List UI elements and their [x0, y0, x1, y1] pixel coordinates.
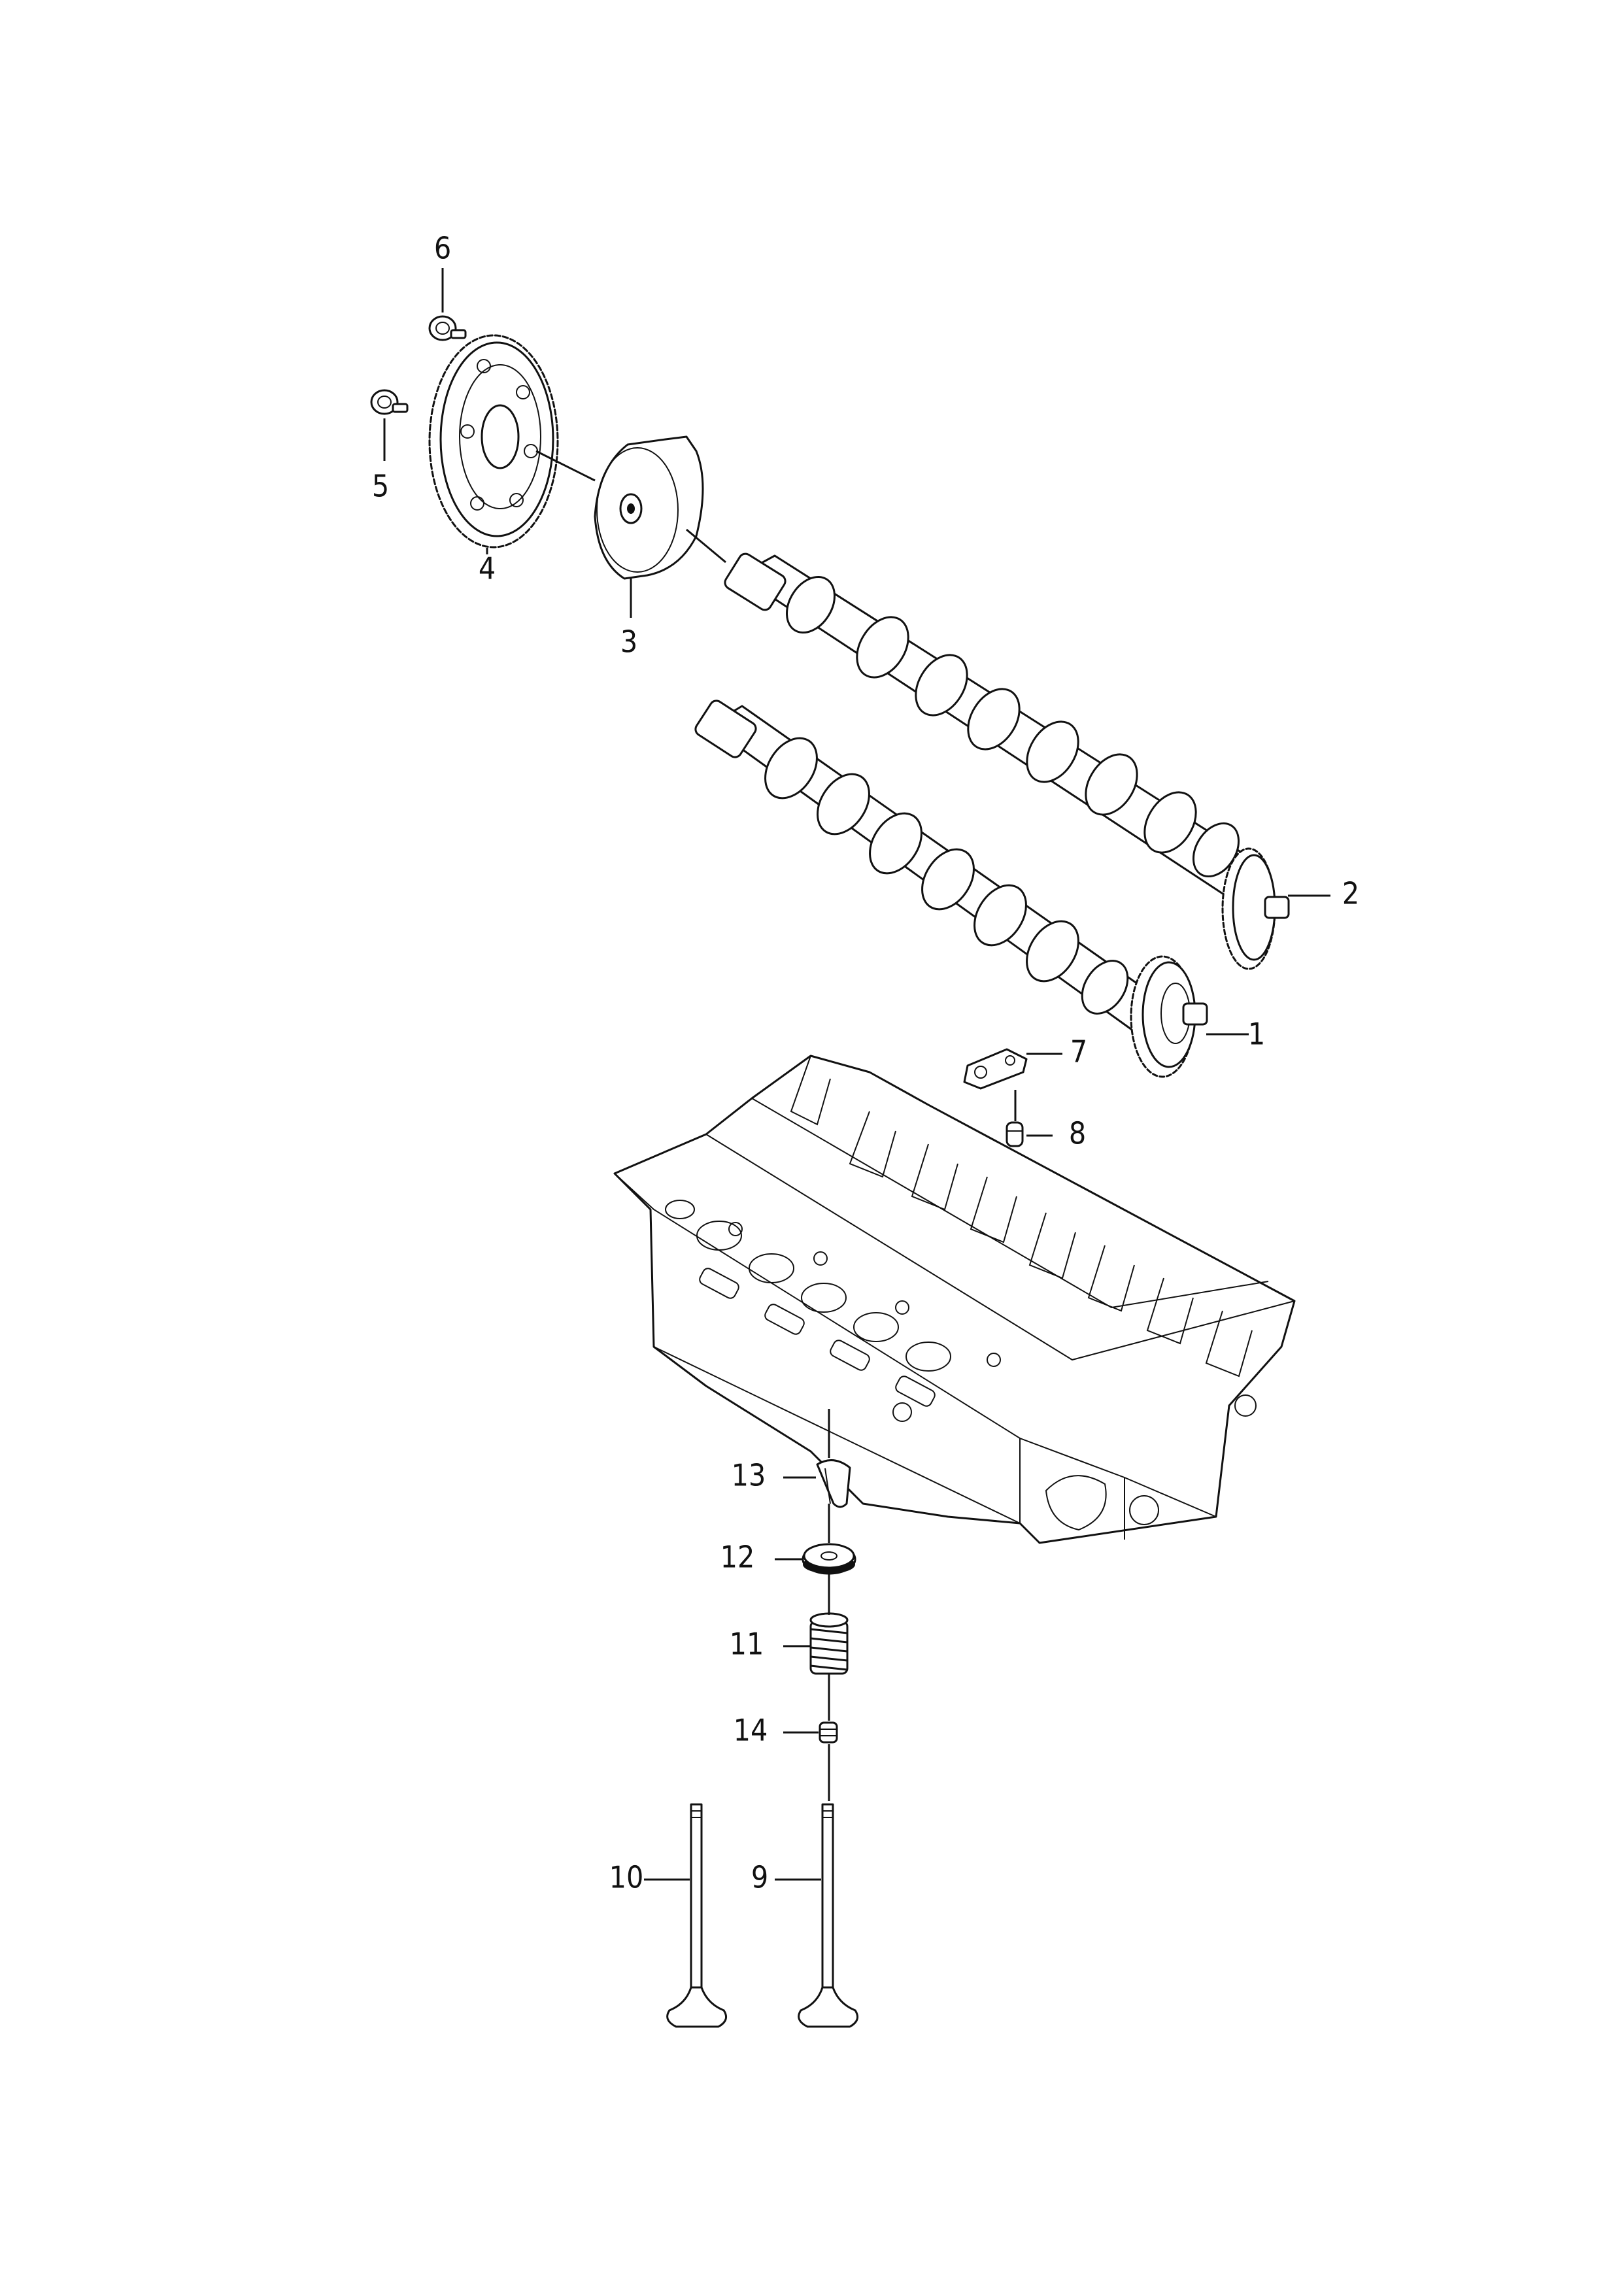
callout-9: 9	[751, 1860, 768, 1895]
stem-seal-14	[819, 1721, 838, 1744]
retainer-12	[802, 1543, 856, 1575]
lifter-8	[1006, 1121, 1024, 1147]
rocker-7	[963, 1048, 1028, 1090]
bolt-6	[428, 315, 467, 341]
leader-lines	[383, 268, 1330, 1881]
valve-10	[666, 1803, 728, 2028]
hub-3	[594, 435, 704, 580]
callout-1: 1	[1248, 1017, 1265, 1052]
valve-9	[798, 1803, 859, 2028]
callout-12: 12	[720, 1540, 755, 1575]
sprocket-4	[428, 334, 559, 549]
callout-5: 5	[372, 469, 389, 504]
camshaft-2	[724, 552, 1290, 970]
callout-6: 6	[434, 231, 451, 266]
callout-labels: 6 5 4 3 2 1 7 8 13 12 11 14 10 9	[372, 231, 1359, 1895]
callout-4: 4	[479, 551, 496, 586]
callout-11: 11	[730, 1627, 764, 1662]
callout-10: 10	[609, 1860, 644, 1895]
callout-7: 7	[1070, 1034, 1087, 1070]
callout-2: 2	[1342, 876, 1359, 911]
callout-8: 8	[1069, 1116, 1086, 1151]
camshaft-1	[694, 700, 1208, 1078]
callout-14: 14	[734, 1713, 768, 1748]
cotters-13	[816, 1459, 851, 1508]
spring-11	[809, 1612, 849, 1675]
callout-13: 13	[732, 1458, 766, 1493]
cylinder-head	[613, 1055, 1296, 1544]
callout-3: 3	[620, 624, 637, 660]
bolt-5	[370, 389, 409, 415]
